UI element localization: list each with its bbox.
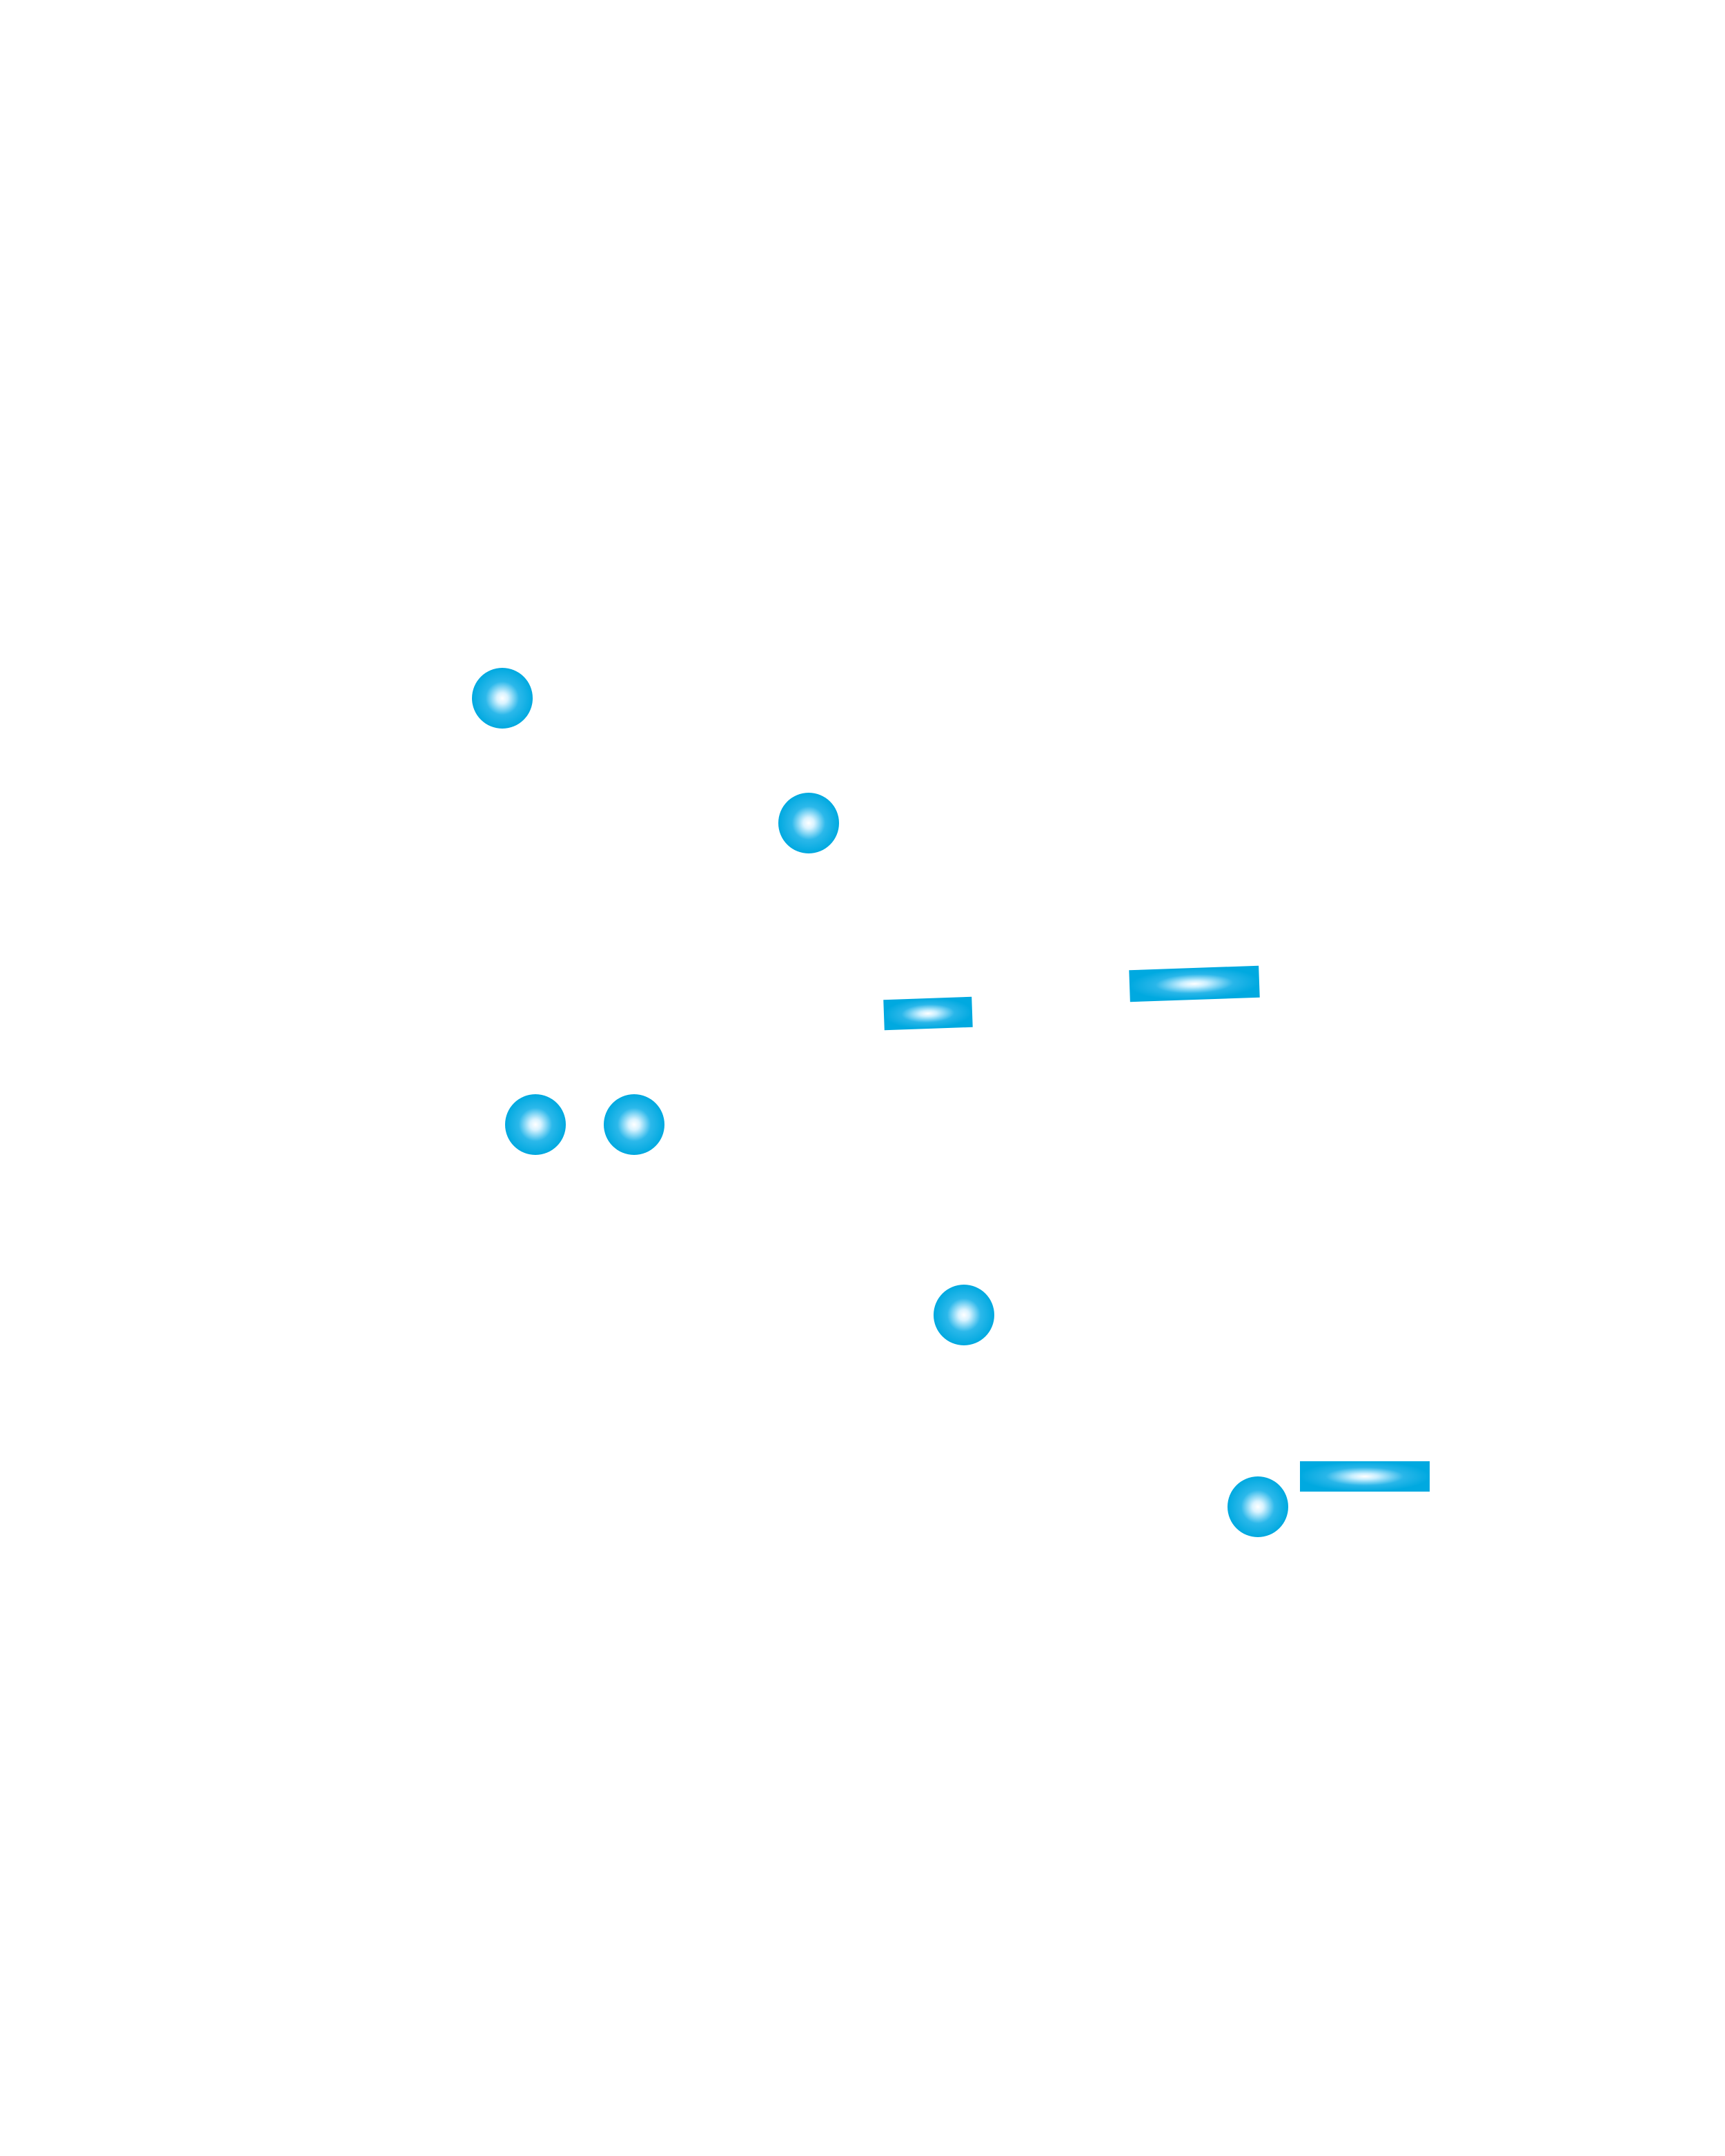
- dot-6-icon: [1228, 1476, 1288, 1537]
- dot-3-icon: [505, 1094, 566, 1155]
- dot-5-icon: [934, 1285, 994, 1345]
- dot-4-icon: [604, 1094, 664, 1155]
- dash-1-icon: [883, 996, 973, 1031]
- dot-2-icon: [778, 793, 839, 853]
- dot-1-icon: [472, 668, 533, 729]
- dash-3-icon: [1300, 1461, 1430, 1492]
- dash-2-icon: [1129, 965, 1260, 1002]
